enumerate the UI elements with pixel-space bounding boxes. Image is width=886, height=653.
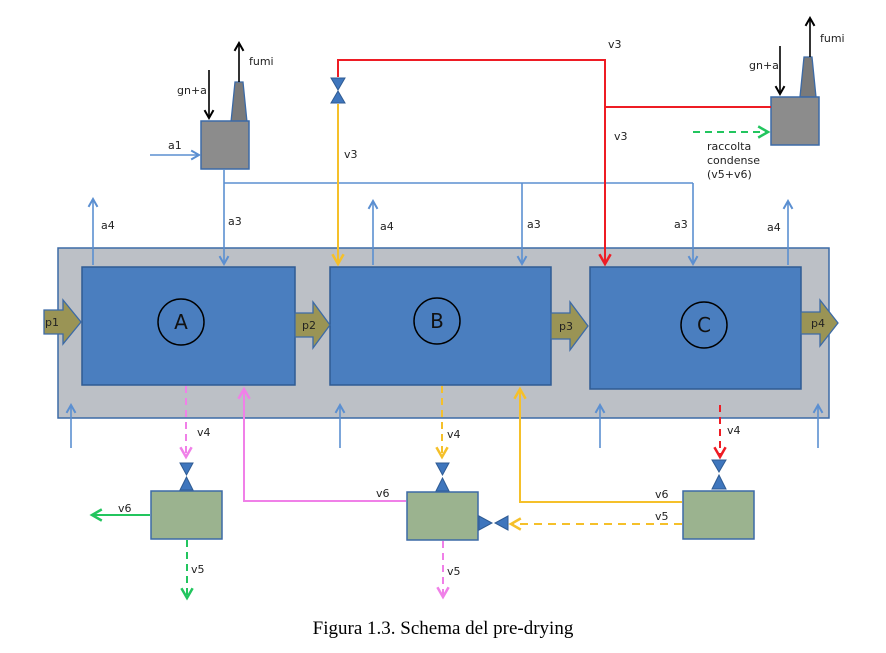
v3-red-line — [337, 59, 771, 267]
chamber-a: A — [81, 266, 296, 386]
product-label-p1: p1 — [45, 316, 59, 329]
valve-tank-mid-side[interactable] — [478, 515, 509, 531]
chamber-b-label: B — [430, 309, 444, 333]
product-arrow-p4: p4 — [800, 298, 839, 348]
v6-yellow-line — [513, 386, 682, 503]
chamber-b: B — [329, 266, 552, 386]
product-arrow-p2: p2 — [294, 300, 331, 350]
chamber-a-marker — [157, 298, 205, 346]
v6-label-right: v6 — [655, 488, 669, 501]
product-arrow-p1: p1 — [43, 298, 82, 346]
v6-pink-line — [237, 386, 406, 502]
chamber-b-marker — [413, 297, 461, 345]
v5-label-right: v5 — [655, 510, 669, 523]
valve-tank-left[interactable] — [179, 462, 194, 491]
a4-label-b: a4 — [380, 220, 394, 233]
chamber-c-marker — [680, 301, 728, 349]
chamber-a-label: A — [174, 310, 188, 334]
product-label-p4: p4 — [811, 317, 825, 330]
v5-label-mid: v5 — [447, 565, 461, 578]
chamber-c-label: C — [697, 313, 711, 337]
fuel-label-left: gn+a — [177, 84, 207, 97]
v3-label-top: v3 — [608, 38, 622, 51]
valve-tank-right[interactable] — [711, 459, 727, 490]
product-arrow-p3: p3 — [550, 300, 589, 352]
condensate-label: raccolta condense (v5+v6) — [707, 140, 763, 181]
exhaust-label-left: fumi — [249, 55, 274, 68]
chimney-left — [230, 81, 248, 123]
burner-left: fumi gn+a a1 — [150, 40, 274, 170]
v4-label-c: v4 — [727, 424, 741, 437]
v3-label-left: v3 — [344, 148, 358, 161]
chamber-c: C — [589, 266, 802, 390]
exhaust-label-right: fumi — [820, 32, 845, 45]
product-label-p3: p3 — [559, 320, 573, 333]
v3-label-right: v3 — [614, 130, 628, 143]
figure-caption: Figura 1.3. Schema del pre-drying — [313, 618, 574, 639]
tank-left — [150, 490, 223, 540]
tank-right — [682, 490, 755, 540]
burner-left-body — [200, 120, 250, 170]
burner-right-body — [770, 96, 820, 146]
a4-label-a: a4 — [101, 219, 115, 232]
v5-label-left: v5 — [191, 563, 205, 576]
v6-label-left: v6 — [118, 502, 132, 515]
tank-mid — [406, 491, 479, 541]
burner-right: fumi gn+a raccolta condense (v5+v6) — [693, 15, 845, 181]
air-distribution-a3 — [218, 169, 699, 267]
fuel-label-right: gn+a — [749, 59, 779, 72]
valve-tank-mid[interactable] — [435, 462, 450, 492]
v4-label-a: v4 — [197, 426, 211, 439]
chimney-right — [799, 56, 817, 98]
v6-label-mid: v6 — [376, 487, 390, 500]
valve-v3[interactable] — [330, 77, 346, 104]
a4-label-c: a4 — [767, 221, 781, 234]
air-inlet-label: a1 — [168, 139, 182, 152]
a3-label-a: a3 — [228, 215, 242, 228]
a3-label-b: a3 — [527, 218, 541, 231]
a3-label-c: a3 — [674, 218, 688, 231]
v4-label-b: v4 — [447, 428, 461, 441]
product-label-p2: p2 — [302, 319, 316, 332]
